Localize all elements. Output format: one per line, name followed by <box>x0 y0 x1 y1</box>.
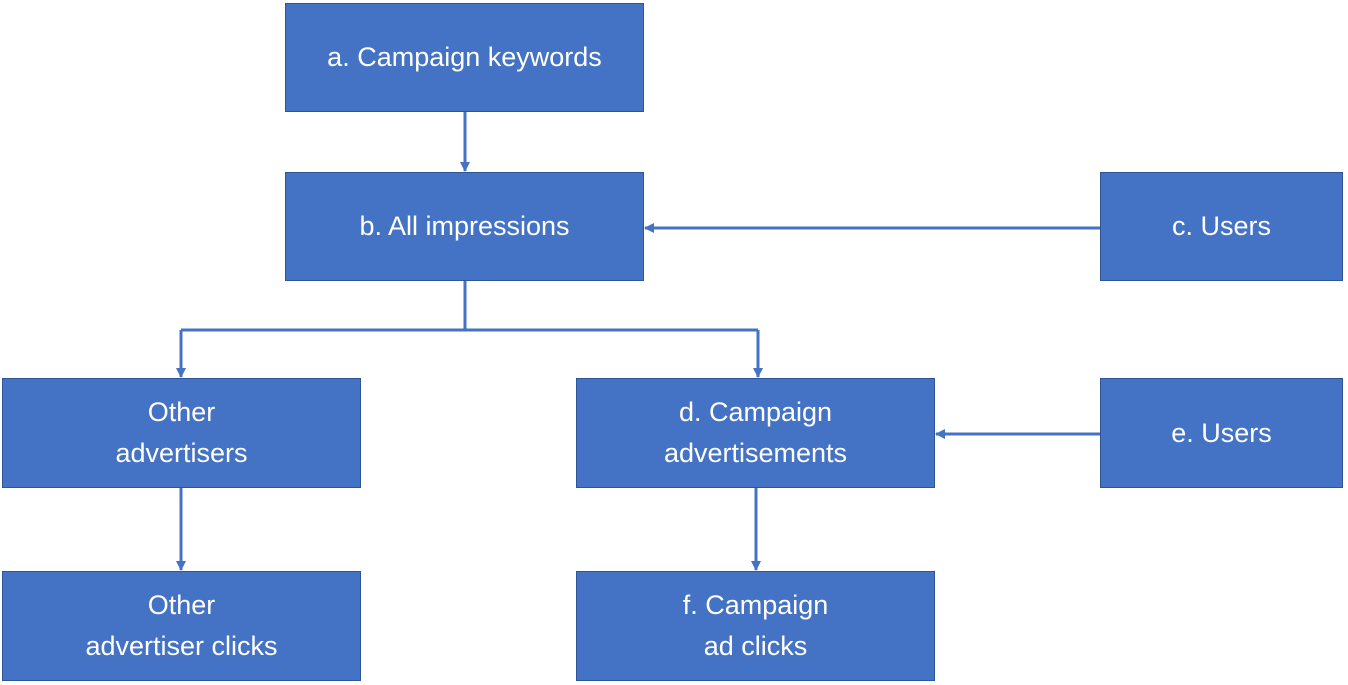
node-label: b. All impressions <box>359 211 570 241</box>
node-label-line1: Other <box>147 590 216 620</box>
node-label-line2: advertisements <box>663 438 848 468</box>
node-label: a. Campaign keywords <box>327 42 602 72</box>
node-label-line2: advertisers <box>115 438 248 468</box>
node-other-advertiser-clicks: Other advertiser clicks <box>2 571 361 681</box>
node-all-impressions: b. All impressions <box>285 172 644 281</box>
node-users-c: c. Users <box>1100 172 1343 281</box>
node-label-line2: advertiser clicks <box>85 631 278 661</box>
node-label-line1: Other <box>147 397 216 427</box>
node-label: e. Users <box>1171 417 1272 448</box>
node-label-line1: f. Campaign <box>682 590 829 620</box>
node-campaign-advertisements: d. Campaign advertisements <box>576 378 935 488</box>
node-label-line2: ad clicks <box>703 631 808 661</box>
node-campaign-ad-clicks: f. Campaign ad clicks <box>576 571 935 681</box>
node-campaign-keywords: a. Campaign keywords <box>285 3 644 112</box>
node-users-e: e. Users <box>1100 378 1343 488</box>
node-label: c. Users <box>1171 211 1271 241</box>
node-other-advertisers: Other advertisers <box>2 378 361 488</box>
node-label-line1: d. Campaign <box>678 397 833 427</box>
